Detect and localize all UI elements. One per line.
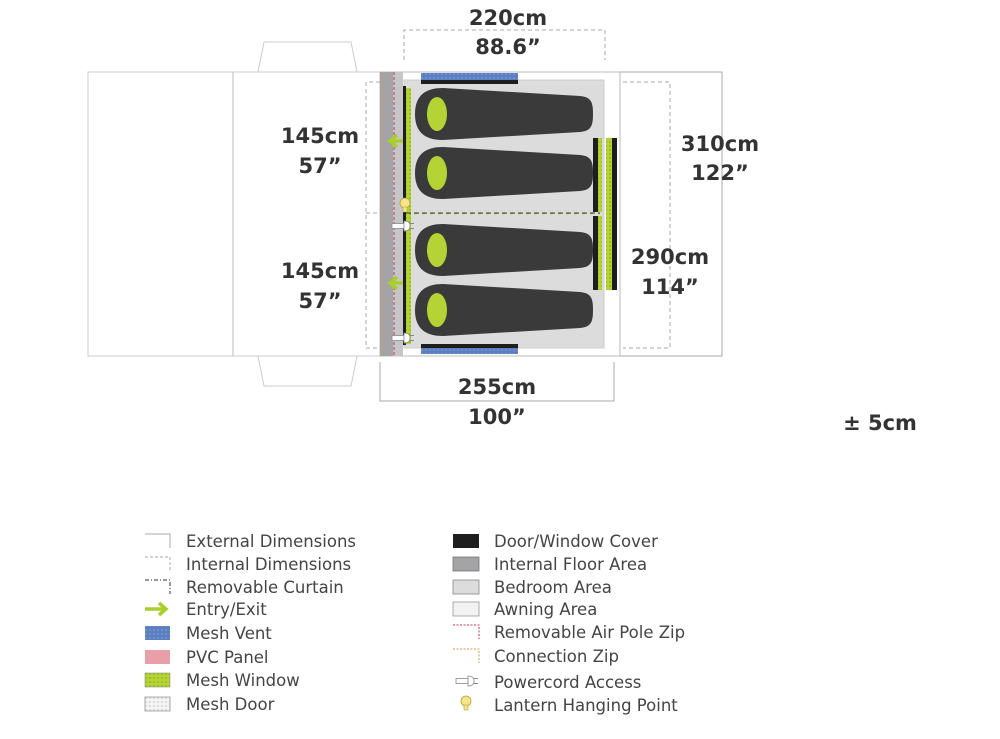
awning-area: [87, 41, 381, 387]
window-cover-right-lower: [593, 216, 598, 290]
sleeping-bag-2: [415, 147, 593, 199]
left-upper-cm: 145cm: [281, 124, 359, 148]
legend-label: Removable Air Pole Zip: [494, 623, 685, 642]
internal-floor-strip: [380, 72, 393, 356]
left-lower-in: 57”: [298, 289, 341, 313]
mesh-window-outer: [606, 138, 612, 290]
legend-right: Door/Window Cover Internal Floor Area Be…: [452, 532, 685, 715]
legend-label: Awning Area: [494, 600, 597, 619]
left-lower-cm: 145cm: [281, 259, 359, 283]
window-cover-outer: [612, 138, 617, 290]
legend-label: Mesh Vent: [186, 624, 272, 643]
internal-dimensions-icon: [145, 556, 171, 571]
dimension-lines: [365, 29, 723, 402]
legend-label: Removable Curtain: [186, 578, 344, 597]
awning-bottom-flap: [257, 355, 358, 387]
vent-cover-top: [421, 80, 518, 84]
window-cover-right-upper: [593, 138, 598, 212]
tolerance-label: ± 5cm: [843, 411, 917, 435]
sleeping-bag-1: [415, 88, 593, 140]
door-cover-left: [403, 86, 406, 345]
legend-left: External Dimensions Internal Dimensions …: [144, 532, 356, 714]
legend-label: Powercord Access: [494, 673, 641, 692]
right-internal-dimension: [623, 81, 671, 349]
right-internal-cm: 290cm: [631, 245, 709, 269]
sleeping-bag-3: [415, 224, 593, 276]
mesh-vent-swatch: [145, 626, 170, 640]
left-internal-dimension: [365, 81, 380, 349]
dimension-labels: 220cm 88.6” 145cm 57” 145cm 57” 310cm 12…: [281, 6, 917, 435]
entry-arrow-icon-lower: [387, 275, 403, 291]
legend-label: Entry/Exit: [186, 600, 267, 619]
awning-outline: [87, 71, 381, 357]
lantern-icon: [460, 695, 472, 711]
left-upper-in: 57”: [298, 154, 341, 178]
mesh-window-right-upper: [598, 138, 602, 212]
awning-top-flap: [257, 41, 358, 73]
entry-arrow-icon: [145, 601, 169, 617]
legend-label: Mesh Window: [186, 671, 300, 690]
legend-label: Mesh Door: [186, 695, 275, 714]
bedroom-swatch: [452, 579, 480, 595]
legend-label: Bedroom Area: [494, 578, 612, 597]
mesh-door-left: [406, 88, 411, 344]
legend-label: Door/Window Cover: [494, 532, 658, 551]
right-internal-in: 114”: [641, 275, 699, 299]
bottom-external-dimension: [379, 362, 615, 402]
legend-label: Internal Floor Area: [494, 555, 647, 574]
mesh-vent-bottom: [421, 348, 518, 354]
inner-tent: [379, 71, 621, 357]
mesh-window-swatch: [144, 672, 171, 688]
top-width-cm: 220cm: [469, 6, 547, 30]
connection-zip-icon: [453, 648, 480, 663]
vent-cover-bottom: [421, 344, 518, 348]
legend-label: External Dimensions: [186, 532, 356, 551]
legend-label: Connection Zip: [494, 647, 619, 666]
removable-curtain-icon: [145, 579, 171, 594]
right-external-dimension: [620, 71, 723, 357]
mesh-window-right-lower: [598, 216, 602, 290]
bottom-width-in: 100”: [468, 405, 526, 429]
mesh-door-swatch: [144, 696, 171, 712]
mesh-vent-top: [421, 73, 518, 80]
legend-label: Internal Dimensions: [186, 555, 351, 574]
external-dimensions-icon: [145, 533, 171, 548]
legend-label: Lantern Hanging Point: [494, 696, 678, 715]
bottom-width-cm: 255cm: [458, 375, 536, 399]
legend-label: PVC Panel: [186, 648, 269, 667]
floor-swatch: [452, 556, 480, 572]
right-external-cm: 310cm: [681, 132, 759, 156]
top-internal-dimension: [403, 29, 606, 60]
entry-arrow-icon-upper: [387, 133, 403, 149]
awning-swatch: [452, 601, 480, 617]
cover-swatch: [453, 534, 479, 548]
pvc-panel-swatch: [145, 650, 170, 664]
powercord-icon: [455, 675, 479, 687]
sleeping-bag-4: [415, 284, 593, 336]
air-pole-zip-icon: [453, 624, 480, 639]
top-width-in: 88.6”: [475, 35, 541, 59]
right-external-in: 122”: [691, 161, 749, 185]
floor-strip-light: [393, 72, 403, 356]
